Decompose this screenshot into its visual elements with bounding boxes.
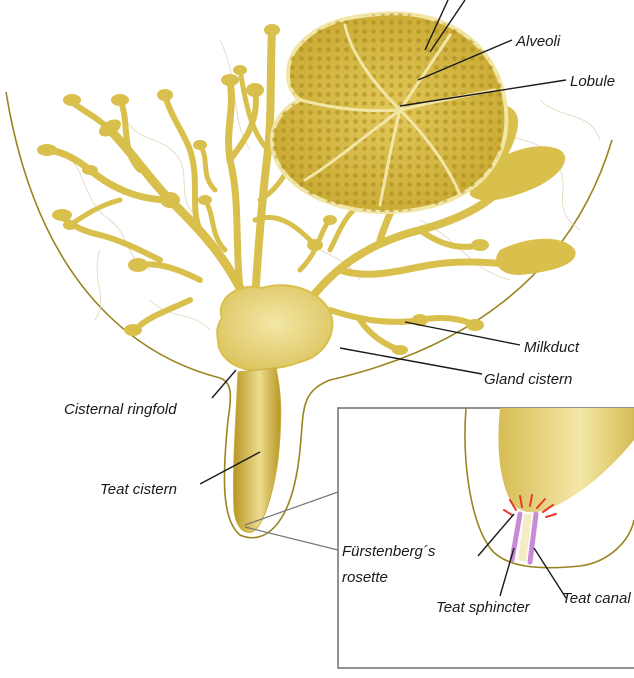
label-gland-cistern: Gland cistern (484, 371, 572, 388)
label-furstenberg-rosette-line1: Fürstenberg´s (342, 543, 436, 560)
label-lobule: Lobule (570, 73, 615, 90)
label-furstenberg-rosette-line2: rosette (342, 569, 388, 586)
label-cisternal-ringfold: Cisternal ringfold (64, 401, 177, 418)
gland-cistern (217, 285, 332, 370)
label-teat-canal: Teat canal (562, 590, 631, 607)
label-alveoli: Alveoli (515, 33, 561, 50)
label-teat-cistern: Teat cistern (100, 481, 177, 498)
label-teat-sphincter: Teat sphincter (436, 599, 531, 616)
teat-cistern (233, 368, 280, 532)
lobule (272, 13, 506, 212)
label-milkduct: Milkduct (524, 339, 580, 356)
